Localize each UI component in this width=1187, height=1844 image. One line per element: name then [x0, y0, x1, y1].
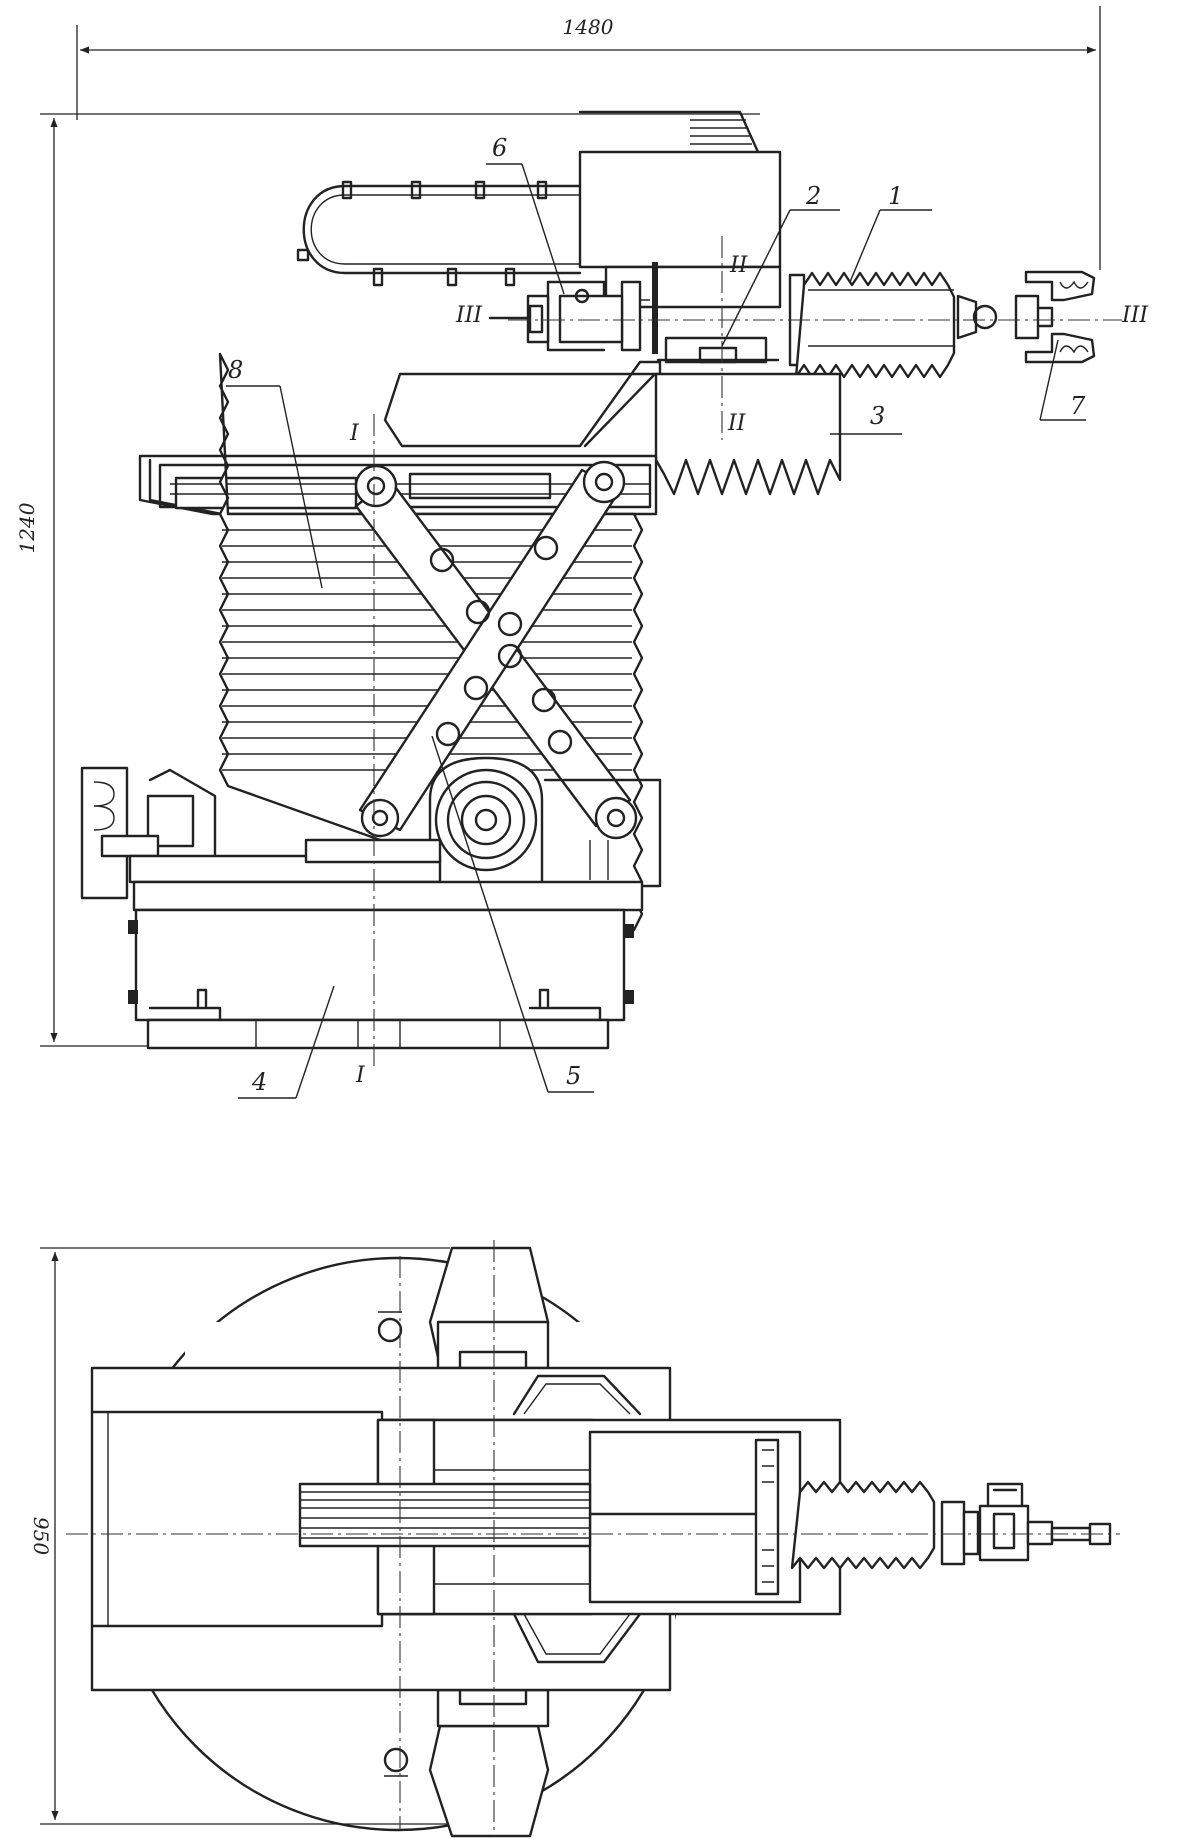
dimension-label-1240: 1240 — [15, 502, 39, 553]
svg-text:3: 3 — [870, 402, 885, 430]
gripper — [956, 270, 1096, 364]
svg-text:8: 8 — [228, 356, 243, 384]
section-mark-3-right: III — [1121, 303, 1149, 328]
dimension-overall-length: 1480 — [76, 6, 1101, 270]
elevation-view — [80, 110, 1122, 1070]
section-mark-1-top: I — [349, 421, 360, 446]
callout-6: 6 — [486, 134, 565, 295]
section-mark-1-bottom: I — [355, 1063, 366, 1088]
callout-4: 4 — [238, 985, 335, 1099]
svg-text:1: 1 — [888, 182, 903, 210]
upper-beam — [138, 454, 658, 516]
dimension-overall-height: 1240 — [15, 113, 760, 1047]
svg-text:4: 4 — [251, 1068, 267, 1096]
arm-carriage — [383, 336, 842, 496]
svg-text:5: 5 — [566, 1062, 581, 1090]
section-mark-2-bottom: II — [727, 411, 747, 436]
base-slide — [80, 766, 644, 912]
callout-5: 5 — [431, 735, 594, 1093]
callout-3: 3 — [830, 402, 902, 435]
dimension-plan-width: 950 — [29, 1247, 470, 1825]
lift-drive — [428, 756, 662, 892]
callout-7: 7 — [1039, 339, 1086, 421]
wrist-bellows — [788, 271, 956, 379]
svg-text:6: 6 — [492, 134, 507, 162]
callout-1: 1 — [849, 182, 932, 283]
dimension-label-950: 950 — [29, 1517, 53, 1555]
plan-view — [66, 1240, 1120, 1838]
cylinder-assembly — [488, 280, 642, 352]
callout-2: 2 — [721, 182, 840, 347]
drive-housing — [578, 110, 782, 354]
section-mark-3-left: III — [455, 303, 483, 328]
scissor-lift — [354, 460, 638, 840]
section-mark-2-top: II — [729, 253, 749, 278]
svg-text:2: 2 — [805, 182, 821, 210]
svg-text:7: 7 — [1070, 392, 1086, 420]
dimension-label-1480: 1480 — [563, 15, 614, 39]
callout-8: 8 — [226, 356, 323, 589]
machine-base — [128, 908, 634, 1050]
cable-loop — [296, 180, 582, 287]
